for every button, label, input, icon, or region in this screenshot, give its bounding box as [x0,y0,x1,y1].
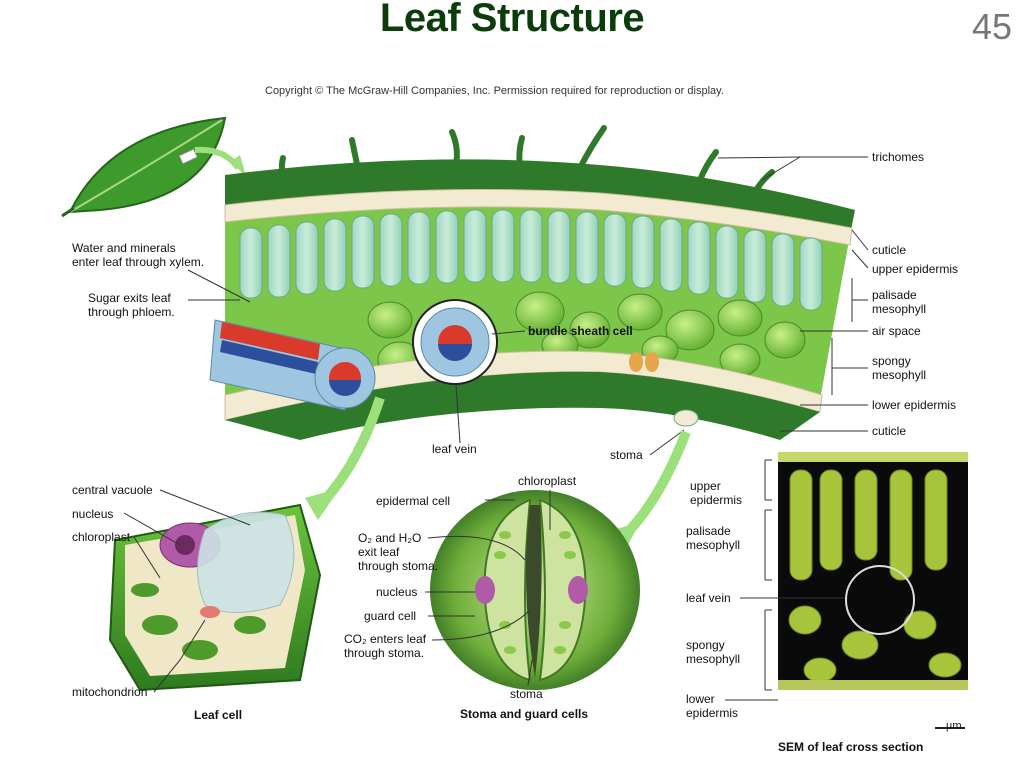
label-lower-epidermis: lower epidermis [872,398,957,412]
label-air-space: air space [872,324,921,338]
arrowhead-icon [230,155,246,176]
label-bundle-sheath-cell: bundle sheath cell [528,324,633,338]
label-central-vacuole: central vacuole [72,483,153,497]
copyright-notice: Copyright © The McGraw-Hill Companies, I… [265,85,724,97]
sem-leaders [725,459,845,701]
label-stoma-chloroplast: chloroplast [518,474,577,488]
page-number: 45 [971,6,1012,47]
stoma-leaders [425,490,551,686]
caption-sem: SEM of leaf cross section [778,740,924,754]
label-stoma-top: stoma [610,448,643,462]
slide-title: Leaf Structure [379,0,645,40]
leader-lines [187,156,869,456]
caption-stoma-guard-cells: Stoma and guard cells [460,707,589,721]
label-sem-scale: µm [946,720,962,732]
label-mitochondrion: mitochondrion [72,685,148,699]
leaf-cell-leaders [123,489,251,693]
label-leaf-vein: leaf vein [432,442,477,456]
sem-micrograph [778,452,968,729]
label-cuticle-top: cuticle [872,243,907,257]
label-epidermal-cell: epidermal cell [376,494,451,508]
label-stoma-nucleus: nucleus [376,585,418,599]
label-upper-epidermis: upper epidermis [872,262,959,276]
leaf-icon [61,116,227,218]
label-trichomes: trichomes [872,150,925,164]
leaf-cross-section [209,125,855,440]
caption-leaf-cell: Leaf cell [194,708,243,722]
label-guard-cell: guard cell [364,609,417,623]
label-stoma-bottom: stoma [510,687,543,701]
leaf-cell-illustration [108,503,322,692]
label-nucleus: nucleus [72,507,114,521]
label-sem-leaf-vein: leaf vein [686,591,731,605]
stoma-guard-cells-illustration [430,490,640,690]
label-cuticle-bottom: cuticle [872,424,907,438]
label-chloroplast: chloroplast [72,530,131,544]
